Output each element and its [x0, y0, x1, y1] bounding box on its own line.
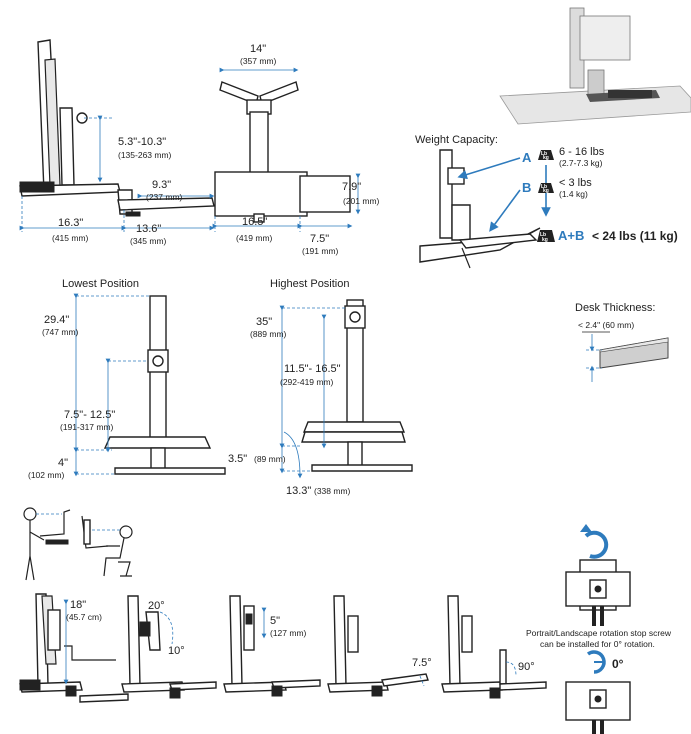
front-width-in: 14" — [250, 43, 266, 55]
motion-lift-drawing — [19, 593, 129, 703]
lowest-position-drawing — [103, 295, 226, 475]
lowest-height-mm: (747 mm) — [42, 327, 79, 337]
motion-tilt-up: 20° — [148, 600, 165, 612]
rotation-note-line2: can be installed for 0° rotation. — [540, 639, 655, 649]
motion-monitor-lift-in: 5" — [270, 615, 280, 627]
side-depth-mm: (415 mm) — [52, 233, 89, 243]
weight-total-value: < 24 lbs (11 kg) — [592, 229, 678, 243]
highest-range-mm: (292-419 mm) — [280, 377, 334, 387]
svg-text:kg: kg — [543, 188, 549, 194]
side-monitor-height-mm: (135-263 mm) — [118, 150, 172, 160]
lowest-height-in: 29.4" — [44, 314, 69, 326]
lowest-range-mm: (191-317 mm) — [60, 422, 114, 432]
motion-lift-mm: (45.7 cm) — [66, 612, 102, 622]
front-profile-drawing — [214, 81, 351, 223]
front-tray-ext-in: 7.5" — [310, 233, 329, 245]
lowest-base-in: 4" — [58, 457, 68, 469]
svg-text:Lb: Lb — [541, 151, 547, 157]
motion-lift-in: 18" — [70, 599, 86, 611]
weight-capacity-drawing — [419, 149, 541, 269]
desk-thickness-title: Desk Thickness: — [575, 302, 656, 314]
highest-base-in: 3.5" — [228, 453, 247, 465]
weight-icon-total: Lb kg — [537, 230, 555, 243]
side-tray-offset-in: 13.6" — [136, 223, 161, 235]
motion-tray-fold: 90° — [518, 661, 535, 673]
weight-capacity-title: Weight Capacity: — [415, 134, 498, 146]
rotation-monitor-drawing — [565, 559, 631, 626]
svg-text:Lb: Lb — [541, 184, 547, 190]
highest-position-drawing — [301, 299, 413, 472]
front-width-mm: (357 mm) — [240, 56, 277, 66]
svg-text:kg: kg — [542, 237, 548, 243]
highest-height-mm: (889 mm) — [250, 329, 287, 339]
rotation-landscape-drawing — [565, 681, 631, 734]
side-depth-in: 16.3" — [58, 217, 83, 229]
motion-monitor-lift-mm: (127 mm) — [270, 628, 307, 638]
front-tray-ext-mm: (191 mm) — [302, 246, 339, 256]
side-profile-drawing — [19, 39, 215, 217]
side-tray-depth-mm: (237 mm) — [146, 192, 183, 202]
highest-range-in: 11.5"- 16.5" — [284, 363, 341, 375]
lowest-position-title: Lowest Position — [62, 278, 139, 290]
highest-reach-in: 13.3" — [286, 485, 311, 497]
motion-tilt-down: 10° — [168, 645, 185, 657]
motion-tray-tilt-drawing — [327, 595, 429, 697]
motion-tray-fold-drawing — [441, 595, 547, 699]
weight-total-label: A+B — [558, 228, 584, 243]
standing-user-illustration — [23, 507, 71, 581]
weight-b-metric: (1.4 kg) — [559, 189, 588, 199]
rotation-note-line1: Portrait/Landscape rotation stop screw — [526, 628, 672, 638]
weight-a-value: 6 - 16 lbs — [559, 146, 605, 158]
rotation-angle: 0° — [612, 657, 624, 671]
weight-label-b: B — [522, 180, 531, 195]
lowest-base-mm: (102 mm) — [28, 470, 65, 480]
desk-thickness-value: < 2.4" (60 mm) — [578, 320, 634, 330]
weight-icon-b: Lb kg — [538, 183, 554, 194]
motion-tilt-drawing — [121, 595, 217, 699]
svg-text:Lb: Lb — [540, 232, 546, 238]
front-base-height-in: 7.9" — [342, 181, 361, 193]
desk-edge-drawing — [599, 337, 669, 369]
front-base-width-mm: (419 mm) — [236, 233, 273, 243]
rotation-stop-icon — [586, 650, 606, 674]
side-tray-offset-mm: (345 mm) — [130, 236, 167, 246]
highest-base-mm: (89 mm) — [254, 454, 286, 464]
weight-icon-a: Lb kg — [538, 150, 554, 161]
motion-tray-tilt: 7.5° — [412, 657, 432, 669]
svg-text:kg: kg — [543, 155, 549, 161]
highest-reach-mm: (338 mm) — [314, 486, 351, 496]
front-base-height-mm: (201 mm) — [343, 196, 380, 206]
weight-b-value: < 3 lbs — [559, 177, 592, 189]
seated-user-illustration — [81, 515, 133, 577]
lowest-range-in: 7.5"- 12.5" — [64, 409, 115, 421]
desk-render — [499, 7, 691, 125]
highest-height-in: 35" — [256, 316, 272, 328]
weight-label-a: A — [522, 150, 532, 165]
highest-position-title: Highest Position — [270, 278, 350, 290]
motion-monitor-lift-drawing — [223, 595, 321, 697]
front-base-width-in: 16.5" — [242, 216, 267, 228]
side-monitor-height-in: 5.3"-10.3" — [118, 136, 166, 148]
weight-a-metric: (2.7-7.3 kg) — [559, 158, 603, 168]
side-tray-depth-in: 9.3" — [152, 179, 171, 191]
